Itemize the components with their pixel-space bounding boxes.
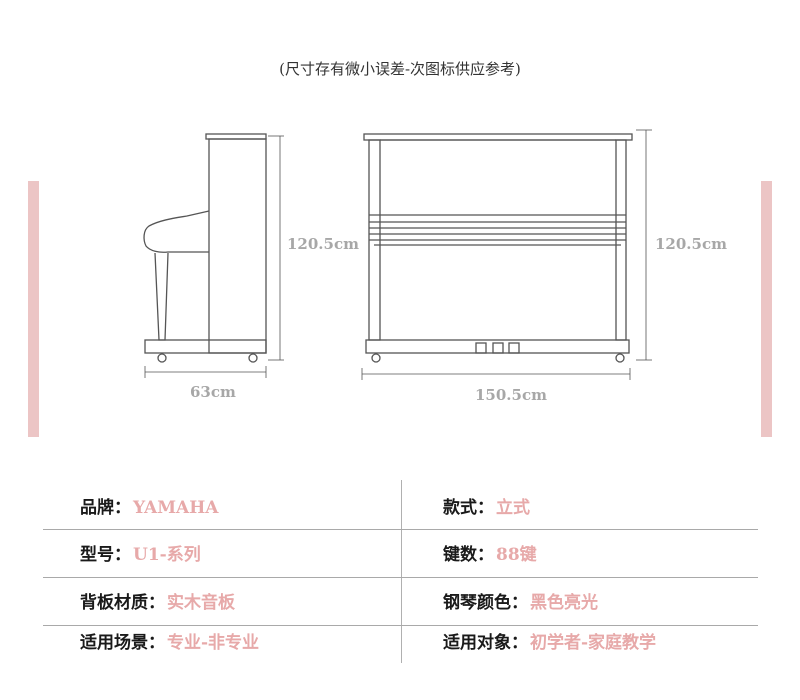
spec-value: 88键 — [496, 545, 537, 565]
spec-model: 型号：U1-系列 — [80, 531, 201, 579]
spec-value: U1-系列 — [133, 545, 201, 565]
spec-value: 专业-非专业 — [167, 633, 260, 653]
spec-value: 黑色亮光 — [530, 593, 598, 613]
spec-audience: 适用对象：初学者-家庭教学 — [443, 619, 656, 667]
spec-divider — [43, 577, 758, 578]
spec-label: 键数： — [443, 545, 494, 565]
spec-color: 钢琴颜色：黑色亮光 — [443, 579, 598, 627]
decor-bar-left — [28, 181, 39, 437]
front-height-label: 120.5cm — [655, 235, 727, 253]
spec-table: 品牌：YAMAHA 款式：立式 型号：U1-系列 键数：88键 背板材质：实木音… — [0, 480, 800, 670]
spec-label: 钢琴颜色： — [443, 593, 528, 613]
spec-brand: 品牌：YAMAHA — [80, 484, 219, 532]
spec-backboard: 背板材质：实木音板 — [80, 579, 235, 627]
piano-side-view — [143, 133, 267, 363]
decor-bar-right — [761, 181, 772, 437]
spec-style: 款式：立式 — [443, 484, 530, 532]
piano-front-view — [363, 133, 633, 363]
spec-value: 实木音板 — [167, 593, 235, 613]
spec-scene: 适用场景：专业-非专业 — [80, 619, 259, 667]
side-height-label: 120.5cm — [287, 235, 359, 253]
spec-value: YAMAHA — [133, 498, 219, 518]
spec-label: 型号： — [80, 545, 131, 565]
spec-value: 初学者-家庭教学 — [530, 633, 657, 653]
spec-label: 款式： — [443, 498, 494, 518]
spec-label: 适用对象： — [443, 633, 528, 653]
size-note: (尺寸存有微小误差-次图标供应参考) — [279, 60, 521, 78]
front-width-label: 150.5cm — [475, 386, 547, 404]
spec-label: 品牌： — [80, 498, 131, 518]
spec-divider — [43, 529, 758, 530]
spec-value: 立式 — [496, 498, 530, 518]
spec-keys: 键数：88键 — [443, 531, 537, 579]
spec-label: 适用场景： — [80, 633, 165, 653]
piano-dimension-drawing — [143, 129, 652, 380]
spec-divider — [43, 625, 758, 626]
side-depth-label: 63cm — [190, 383, 236, 401]
spec-label: 背板材质： — [80, 593, 165, 613]
spec-divider-vertical — [401, 480, 402, 663]
